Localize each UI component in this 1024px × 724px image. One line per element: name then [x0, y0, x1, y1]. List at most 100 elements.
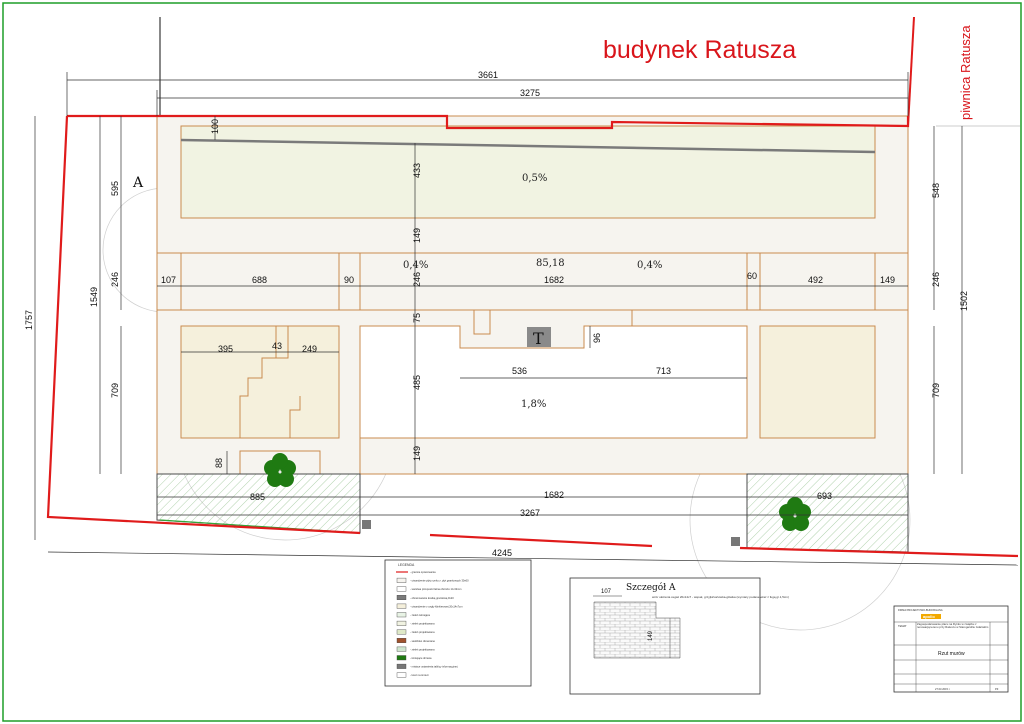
slope-left: 0,4%: [403, 260, 428, 271]
dim-536: 536: [512, 366, 527, 376]
legend-item-label: - obramowanie kostką granitową 9x20: [410, 596, 454, 600]
titleblock-header: FIRMA PROJEKTOWO-BUDOWLANA: [898, 608, 943, 612]
waste-bin-marker: [362, 520, 371, 529]
dim-90: 90: [344, 275, 354, 285]
dim-688: 688: [252, 275, 267, 285]
elevation: 85,18: [536, 258, 565, 269]
dim-1502: 1502: [959, 291, 969, 311]
building-label: budynek Ratusza: [603, 36, 796, 64]
detail-title: Szczegół A: [626, 582, 676, 593]
legend-item-label: - zieleń projektowana: [410, 630, 435, 634]
legend-swatch: [396, 655, 407, 661]
dim-548: 548: [931, 183, 941, 198]
titleblock-sheet: PZ: [995, 687, 999, 691]
central-area: [359, 325, 748, 439]
dim-1549: 1549: [89, 287, 99, 307]
titleblock-drawing-type: Rzut murów: [938, 651, 965, 657]
dim-75: 75: [412, 313, 422, 323]
dim-249: 249: [302, 344, 317, 354]
legend-swatch: [396, 672, 407, 678]
dim-1682-mid: 1682: [544, 275, 564, 285]
kiosk-label: T: [533, 329, 544, 348]
legend-item-label: - miejsce ustawienia tablicy informacyjn…: [410, 665, 458, 669]
dim-overall-top: 3661: [478, 70, 498, 80]
dim-433: 433: [412, 163, 422, 178]
legend-item-label: - utwardzenie płyty rynku z. płyt granit…: [410, 579, 469, 583]
legend-swatch: [396, 577, 407, 583]
kiosk: [527, 327, 551, 347]
cellar-label: piwnica Ratusza: [958, 25, 973, 120]
legend-item-label: - istniejące drzewa: [410, 656, 432, 660]
dim-88: 88: [214, 458, 224, 468]
legend-item-label: - zieleń projektowana: [410, 622, 435, 626]
slope-right: 0,4%: [637, 260, 662, 271]
dim-492: 492: [808, 275, 823, 285]
legend-swatch: [396, 603, 407, 609]
legend-swatch: [396, 586, 407, 592]
legend-item-label: - warstwa przepuszczalna obrzeże 14-32mm: [410, 587, 461, 591]
dim-60: 60: [747, 271, 757, 281]
legend-title: LEGENDA: [398, 563, 415, 567]
dim-inner-top: 3275: [520, 88, 540, 98]
dim-246-mid: 246: [412, 272, 422, 287]
brick-pattern: [593, 601, 681, 659]
legend-item-label: - zieleń istniejąca: [410, 613, 430, 617]
lower-right-field: [759, 325, 876, 439]
slope-upper: 0,5%: [522, 173, 547, 184]
dim-1757: 1757: [24, 310, 34, 330]
titleblock-date: 27.03.2015 r.: [935, 687, 950, 691]
dim-246-right: 246: [931, 272, 941, 287]
legend-item-label: - granica opracowania: [410, 570, 436, 574]
titleblock-topic-label: TEMAT: [898, 624, 907, 628]
tree-icon: [779, 497, 811, 531]
dim-3267: 3267: [520, 508, 540, 518]
legend-swatch: [396, 620, 407, 626]
dim-693: 693: [817, 491, 832, 501]
dim-709-right: 709: [931, 383, 941, 398]
detail-dim-149: 149: [648, 630, 654, 641]
upper-field: [180, 125, 876, 219]
legend-item-label: - siedzisko drewniane: [410, 639, 435, 643]
dim-885: 885: [250, 492, 265, 502]
legend-swatch: [396, 629, 407, 635]
legend-swatch: [396, 612, 407, 618]
section-a-label: A: [132, 175, 144, 191]
dim-1682-low: 1682: [544, 490, 564, 500]
site-boundary: [46, 114, 1019, 558]
dim-149-lower: 149: [412, 446, 422, 461]
legend-item-label: - kosz na śmieci: [410, 673, 429, 677]
dim-43: 43: [272, 341, 282, 351]
dim-100: 100: [210, 119, 220, 134]
green-strip-right: [746, 473, 909, 553]
tree-icon: [264, 453, 296, 487]
legend-swatch: [396, 595, 407, 600]
dim-149-upper: 149: [412, 228, 422, 243]
detail-dim-107: 107: [601, 589, 612, 595]
legend-swatch: [396, 646, 407, 652]
detail-a: Szczegół A 107 widok z góry wzór ułożeni…: [569, 577, 789, 695]
dim-4245: 4245: [492, 548, 512, 558]
upper-edge-line: [180, 138, 876, 154]
central-notch: [473, 310, 633, 335]
slope-lower: 1,8%: [521, 399, 546, 410]
waste-bin-marker: [731, 537, 740, 546]
legend-item-label: - zieleń projektowana: [410, 647, 435, 651]
detail-note-pattern: wzór ułożenia cegieł 20x14x7 - wspak, gr…: [652, 595, 789, 599]
legend-item-label: - utwardzenie z cegły klinkierowej 20x14…: [410, 604, 462, 608]
dimension-labels: 3661 3275 100 595 433 548 149 1549 1757 …: [24, 70, 969, 558]
titleblock-topic: Zagospodarowanie placu na Rynku w związk…: [917, 623, 989, 630]
legend-swatch: [396, 663, 407, 669]
legend-swatch: [396, 638, 407, 643]
dimension-lines: [34, 72, 1019, 566]
stair-outline: [239, 326, 301, 438]
dim-107: 107: [161, 275, 176, 285]
dim-709-left: 709: [110, 383, 120, 398]
dim-395: 395: [218, 344, 233, 354]
dim-149-right: 149: [880, 275, 895, 285]
title-block: FIRMA PROJEKTOWO-BUDOWLANA apollo TEMAT …: [893, 605, 1009, 693]
dim-595: 595: [110, 181, 120, 196]
legend: LEGENDA - granica opracowania - utwardzen…: [384, 559, 532, 687]
cross-band: [157, 252, 908, 311]
